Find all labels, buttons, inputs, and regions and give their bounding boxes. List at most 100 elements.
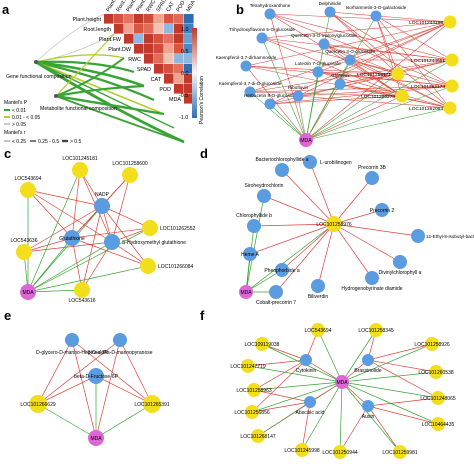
colorbar [192,28,197,118]
metabolite-node [104,234,120,250]
metabolite-node [94,198,110,214]
heatmap-cell [124,34,134,44]
network-edge [301,401,311,451]
mantel-r-title: Mantel's r [4,130,26,136]
gene-node [241,359,255,373]
metabolite-node [257,189,271,203]
panel-e: e D-glycero-D-manno-Heptose-7P3-O-alpha-… [4,308,170,446]
heatmap-cell [144,14,154,24]
node-label: LOC101258926 [414,342,450,348]
gene-node [140,258,156,274]
row-label: POD [159,87,171,93]
node-label: Hydrogenobyrinate diamide [341,286,402,292]
network-edge [329,11,399,75]
mda-node [335,375,349,389]
gene-node [143,395,161,413]
mantel-p-item: < 0.01 [12,108,26,114]
network-edge [339,83,451,109]
node-label: Heme A [241,252,259,258]
metabolite-label: Quercetin 3-O-glucoside [325,49,375,54]
metabolite-node [362,354,374,366]
metabolite-node [303,155,317,169]
network-edge [341,329,377,383]
node-label: LOC10464435 [422,422,455,428]
gene-label: LOC101262173 [411,84,445,90]
metabolite-node [375,203,389,217]
heatmap-cell [134,34,144,44]
network-edge [81,241,113,291]
network-edge [339,381,343,453]
metabolite-node [411,229,425,243]
network-edge [37,375,97,405]
node-label: Divinylchlorophyll a [379,270,422,276]
panel-label-d: d [200,146,208,161]
node-label: Cobalt-precorrin 7 [256,300,296,306]
node-label: MDA [336,380,348,386]
heatmap-cell [174,44,184,54]
network-edge [329,11,451,23]
mantel-line [35,60,135,74]
metabolite-node [264,98,276,110]
gene-node [425,337,439,351]
heatmap-cell [144,54,154,64]
network-edge [305,21,451,141]
heatmap-cell [184,44,194,54]
network-edge [305,83,341,141]
mda-label: MDA [300,138,312,144]
network-edge [297,95,307,141]
metabolite-node [393,255,407,269]
node-label: NADP [95,192,110,198]
network-edge [261,37,453,61]
metabolite-node [292,90,304,102]
metabolite-node [65,333,79,347]
network-edge [101,205,149,267]
network-edge [329,11,451,109]
network-edge [27,237,73,293]
network-edge [305,107,451,141]
heatmap-cell [164,54,174,64]
metabolite-node [334,78,346,90]
network-edge [317,223,335,287]
network-edge [269,13,403,97]
network-edge [305,73,399,141]
heatmap-cell [184,74,194,84]
heatmap-cell [154,44,164,54]
network-edge [23,205,103,253]
network-edge [333,223,419,237]
heatmap-cell [114,24,124,34]
node-label: LOC101250944 [322,450,358,456]
network-edge [253,223,335,227]
node-label: LOC101247719 [230,364,266,370]
network-edge [367,343,433,361]
heatmap-cell [154,34,164,44]
network-edge [263,195,335,225]
node-label: beta-D-Fructose-6P [74,374,119,380]
metabolite-node [88,368,104,384]
metabolite-node [344,54,356,66]
network-edge [95,339,121,439]
heatmap-cell [184,54,194,64]
gene-node [142,220,158,236]
heatmap-cell [174,84,184,94]
metabolite-node [324,6,336,18]
node-label: LOC101266084 [158,264,194,270]
heatmap-cell [124,14,134,24]
panel-label-b: b [236,2,244,17]
metabolite-node [243,247,257,261]
gene-node [29,395,47,413]
metabolite-label: Isorhamnetin-3-O-galactoside [346,5,407,10]
heatmap-cell [124,24,134,34]
network-edge [249,85,453,93]
heatmap-cell [154,14,164,24]
panel-a: a Gene functional composition Metabolite… [2,0,205,145]
network-edge [71,227,151,239]
mantel-line [35,54,125,63]
gene-node [395,89,409,103]
heatmap-cell [184,34,194,44]
gene-node [255,337,269,351]
network-edge [341,343,433,383]
heatmap-cell [164,14,174,24]
metabolite-node [365,171,379,185]
network-edge [317,71,399,75]
